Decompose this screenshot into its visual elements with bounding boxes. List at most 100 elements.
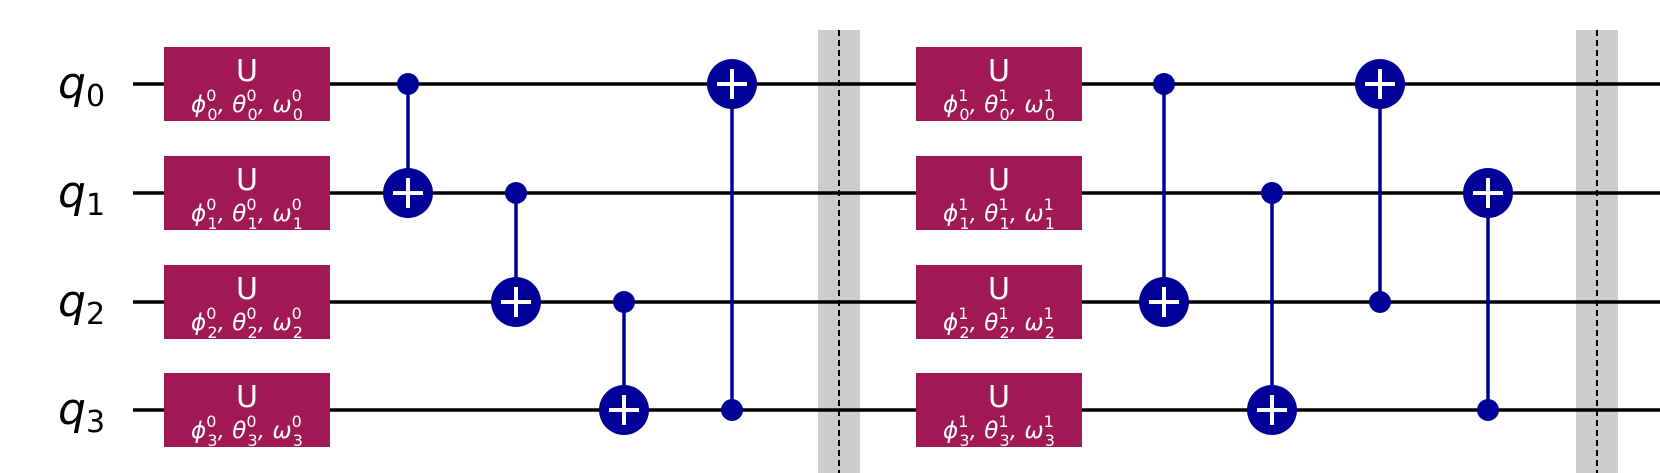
param-subscript: 1 (207, 214, 217, 233)
u-gate-label: U (988, 54, 1010, 89)
cnot-gate (1463, 168, 1513, 421)
param-symbol: ω (272, 418, 291, 444)
u-gate-label: U (988, 163, 1010, 198)
param-subscript: 3 (959, 431, 969, 450)
u-gate-box (164, 47, 330, 121)
param-subscript: 1 (293, 214, 303, 233)
qubit-label: q3 (58, 384, 105, 440)
param-superscript: 0 (246, 86, 256, 105)
param-superscript: 1 (958, 195, 968, 214)
qubit-label-name: q (58, 276, 86, 327)
param-separator: , (970, 92, 985, 118)
u-gate-box (916, 373, 1082, 447)
param-subscript: 3 (293, 431, 303, 450)
param-superscript: 1 (1044, 412, 1054, 431)
param-separator: , (970, 310, 985, 336)
param-symbol: ϕ (191, 92, 206, 118)
param-symbol: θ (232, 201, 246, 227)
param-symbol: ω (1024, 201, 1043, 227)
param-superscript: 0 (206, 304, 216, 323)
cnot-gate (1355, 59, 1405, 313)
qubit-label-index: 1 (86, 188, 105, 223)
param-superscript: 0 (206, 195, 216, 214)
qubit-label: q2 (58, 276, 105, 332)
u-gate-box (916, 156, 1082, 230)
param-subscript: 0 (207, 105, 217, 124)
param-subscript: 1 (248, 214, 258, 233)
param-superscript: 1 (1044, 195, 1054, 214)
u-gate-label: U (236, 54, 258, 89)
param-symbol: ω (272, 310, 291, 336)
barriers (818, 30, 1618, 473)
param-subscript: 3 (248, 431, 258, 450)
cnot-control-dot (505, 182, 527, 204)
param-separator: , (1010, 201, 1025, 227)
param-superscript: 1 (998, 412, 1008, 431)
param-superscript: 1 (958, 304, 968, 323)
param-superscript: 1 (998, 195, 1008, 214)
param-separator: , (258, 92, 273, 118)
param-symbol: ϕ (191, 201, 206, 227)
qubit-wires (133, 82, 1660, 412)
qubit-label-index: 3 (86, 405, 105, 440)
param-superscript: 0 (246, 195, 256, 214)
param-superscript: 0 (292, 195, 302, 214)
param-symbol: ϕ (943, 310, 958, 336)
u-gate-label: U (988, 380, 1010, 415)
qubit-label-name: q (58, 58, 86, 109)
u-gate-label: U (236, 380, 258, 415)
param-superscript: 0 (292, 412, 302, 431)
param-symbol: ω (272, 92, 291, 118)
param-symbol: θ (984, 310, 998, 336)
param-subscript: 3 (1045, 431, 1055, 450)
param-superscript: 0 (246, 412, 256, 431)
cnot-control-dot (1261, 182, 1283, 204)
u-gate-box (164, 156, 330, 230)
param-subscript: 0 (1000, 105, 1010, 124)
param-symbol: ϕ (943, 201, 958, 227)
param-separator: , (970, 418, 985, 444)
cnot-control-dot (1477, 399, 1499, 421)
cnot-gate (1247, 182, 1297, 435)
param-separator: , (218, 310, 233, 336)
qubit-label-index: 2 (86, 297, 105, 332)
param-superscript: 1 (998, 86, 1008, 105)
param-subscript: 2 (959, 323, 969, 342)
param-subscript: 0 (959, 105, 969, 124)
cnot-control-dot (613, 291, 635, 313)
param-separator: , (218, 201, 233, 227)
param-superscript: 0 (246, 304, 256, 323)
param-subscript: 3 (1000, 431, 1010, 450)
u-gate-box (164, 373, 330, 447)
param-symbol: θ (232, 418, 246, 444)
cnot-control-dot (721, 399, 743, 421)
cnot-control-dot (397, 73, 419, 95)
param-superscript: 0 (292, 304, 302, 323)
qubit-label: q0 (58, 58, 105, 114)
barrier (818, 30, 860, 473)
u-gate-box (916, 265, 1082, 339)
u-gate-label: U (236, 163, 258, 198)
param-separator: , (258, 418, 273, 444)
param-separator: , (218, 92, 233, 118)
param-symbol: ω (1024, 418, 1043, 444)
param-superscript: 0 (292, 86, 302, 105)
qubit-label-name: q (58, 167, 86, 218)
param-superscript: 1 (958, 412, 968, 431)
param-symbol: θ (232, 310, 246, 336)
param-symbol: ϕ (191, 418, 206, 444)
cnot-gate (707, 59, 757, 421)
cnot-gate (1139, 73, 1189, 327)
param-symbol: ϕ (943, 418, 958, 444)
param-symbol: θ (984, 92, 998, 118)
